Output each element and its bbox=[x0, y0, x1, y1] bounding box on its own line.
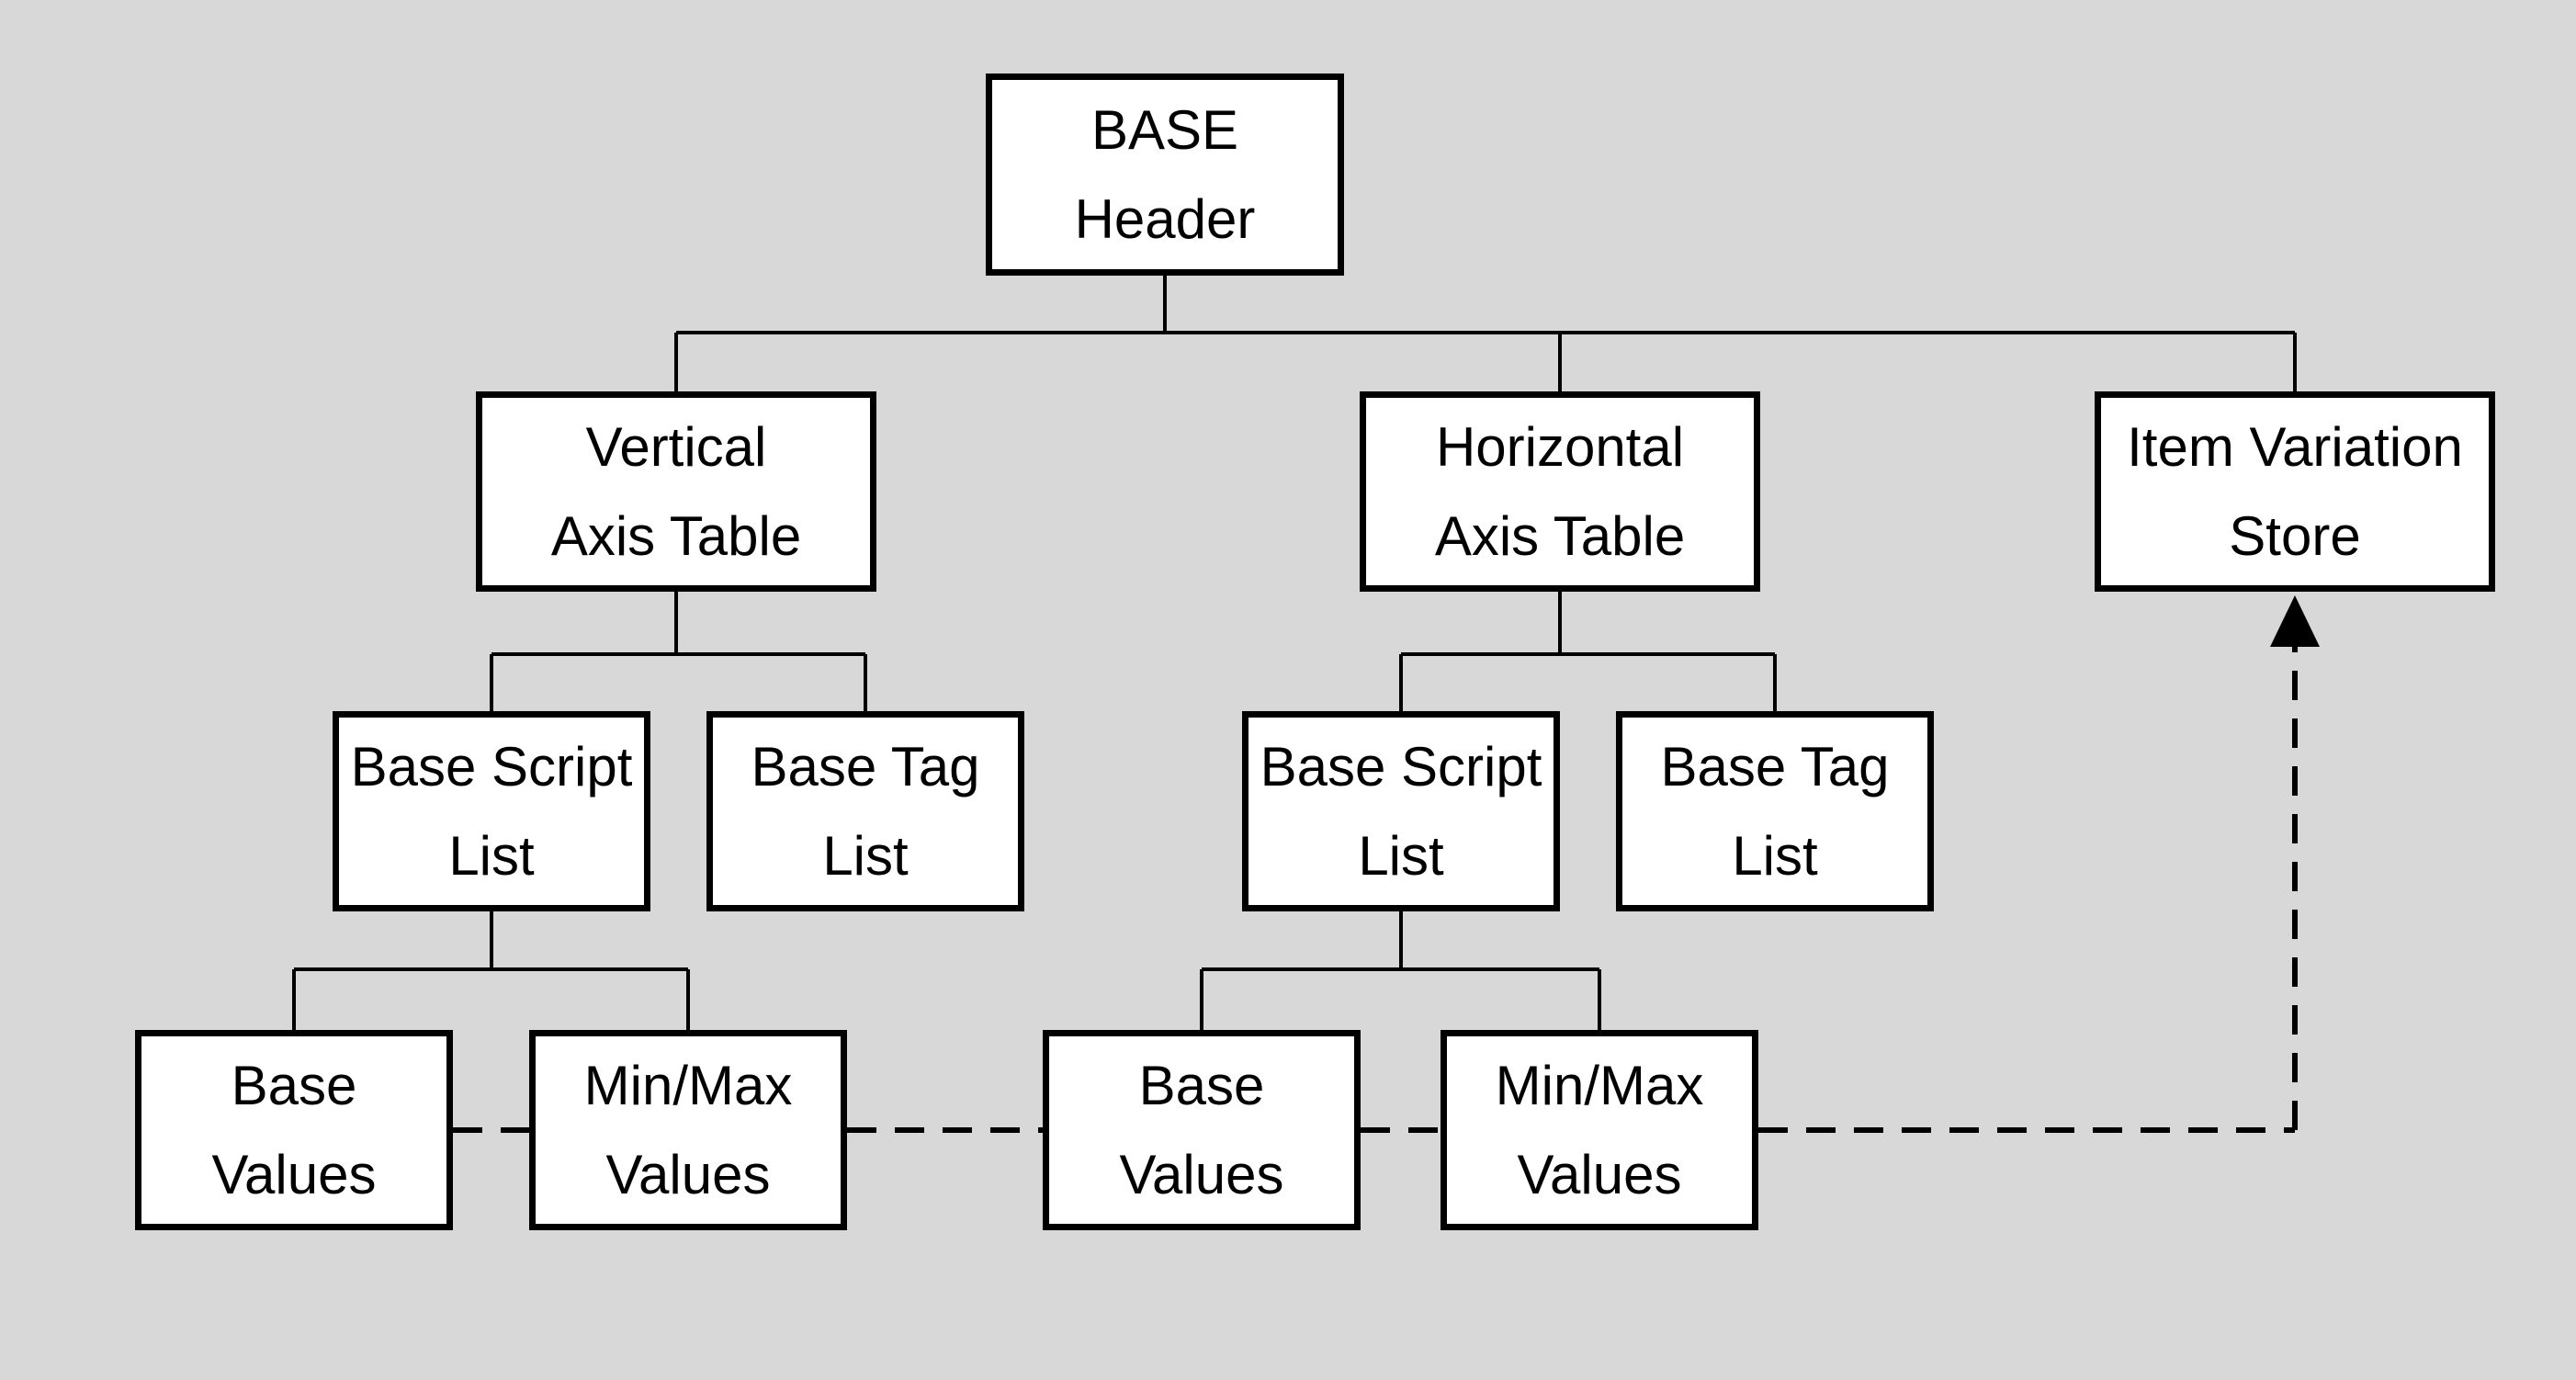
node-horizontal-minmax-values: Min/Max Values bbox=[1441, 1030, 1758, 1230]
node-label-line: Values bbox=[211, 1144, 377, 1205]
node-vertical-minmax-values: Min/Max Values bbox=[529, 1030, 847, 1230]
node-label-line: Values bbox=[605, 1144, 771, 1205]
node-label-line: Base Script bbox=[1260, 736, 1542, 797]
node-label-line: Horizontal bbox=[1435, 416, 1685, 478]
node-horizontal-base-tag-list: Base Tag List bbox=[1616, 711, 1934, 911]
node-vertical-axis-table: Vertical Axis Table bbox=[476, 391, 876, 592]
solid-connectors bbox=[292, 276, 2297, 1030]
node-horizontal-base-script-list: Base Script List bbox=[1242, 711, 1560, 911]
node-vertical-base-values: Base Values bbox=[135, 1030, 453, 1230]
node-label-line: Header bbox=[1074, 188, 1256, 250]
node-label-line: Store bbox=[2229, 505, 2361, 567]
node-vertical-base-script-list: Base Script List bbox=[333, 711, 650, 911]
node-label-line: Axis Table bbox=[1434, 505, 1686, 567]
node-label-line: Vertical bbox=[585, 416, 767, 478]
node-label-line: Axis Table bbox=[550, 505, 802, 567]
node-horizontal-base-values: Base Values bbox=[1043, 1030, 1361, 1230]
arrowhead-up-icon bbox=[2270, 595, 2320, 647]
node-item-variation-store: Item Variation Store bbox=[2095, 391, 2495, 592]
node-label-line: Base Script bbox=[350, 736, 633, 797]
node-label-line: Base Tag bbox=[751, 736, 980, 797]
node-label-line: Min/Max bbox=[583, 1055, 793, 1116]
node-label-line: List bbox=[1358, 825, 1444, 887]
node-label-line: Values bbox=[1517, 1144, 1682, 1205]
node-label-line: Base Tag bbox=[1660, 736, 1890, 797]
node-base-header: BASE Header bbox=[986, 74, 1344, 276]
node-label-line: List bbox=[822, 825, 909, 887]
node-label-line: List bbox=[1732, 825, 1818, 887]
node-label-line: Values bbox=[1119, 1144, 1284, 1205]
node-label-line: BASE bbox=[1090, 99, 1239, 161]
node-label-line: Item Variation bbox=[2127, 416, 2463, 478]
node-horizontal-axis-table: Horizontal Axis Table bbox=[1360, 391, 1760, 592]
node-vertical-base-tag-list: Base Tag List bbox=[706, 711, 1024, 911]
node-label-line: Min/Max bbox=[1495, 1055, 1704, 1116]
node-label-line: List bbox=[448, 825, 535, 887]
node-label-line: Base bbox=[231, 1055, 357, 1116]
node-label-line: Base bbox=[1138, 1055, 1265, 1116]
dashed-connectors bbox=[453, 645, 2298, 1133]
